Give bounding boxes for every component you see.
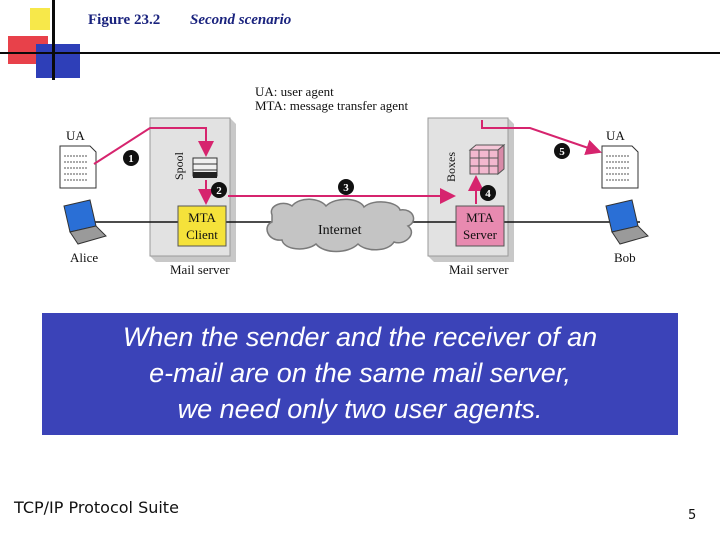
- header-rule: [0, 52, 720, 54]
- mta-client-box: MTA Client: [177, 205, 227, 247]
- mailboxes: Boxes: [444, 143, 506, 182]
- corner-vertical-rule: [52, 0, 55, 80]
- boxes-label: Boxes: [444, 152, 458, 182]
- bob-laptop-icon: Bob: [605, 199, 649, 265]
- arrow-step-1: [93, 127, 214, 165]
- internet-label: Internet: [318, 223, 362, 238]
- bob-label: Bob: [614, 250, 636, 265]
- svg-text:2: 2: [216, 185, 222, 197]
- corner-blue-square: [36, 44, 80, 78]
- summary-banner: When the sender and the receiver of an e…: [42, 313, 678, 435]
- alice-label: Alice: [70, 250, 98, 265]
- spool-queue: Spool: [172, 151, 218, 180]
- step-4-badge: 4: [480, 185, 496, 201]
- legend-mta: MTA: message transfer agent: [255, 98, 408, 113]
- right-ua-label: UA: [606, 128, 625, 143]
- step-1-badge: 1: [123, 150, 139, 166]
- svg-text:1: 1: [128, 153, 134, 165]
- step-3-badge: 3: [338, 179, 354, 195]
- step-5-badge: 5: [554, 143, 570, 159]
- svg-text:5: 5: [559, 146, 565, 158]
- left-ua-document: UA: [59, 128, 97, 189]
- corner-yellow-square: [30, 8, 50, 30]
- left-ua-label: UA: [66, 128, 85, 143]
- legend-ua: UA: user agent: [255, 84, 334, 99]
- mta-server-line1: MTA: [466, 210, 494, 225]
- spool-label: Spool: [172, 151, 186, 180]
- footer-suite: TCP/IP Protocol Suite: [14, 498, 179, 517]
- page-number: 5: [688, 508, 697, 523]
- banner-line-1: When the sender and the receiver of an: [122, 322, 598, 352]
- banner-line-2: e-mail are on the same mail server,: [149, 358, 571, 388]
- svg-text:3: 3: [343, 182, 349, 194]
- mta-server-line2: Server: [463, 227, 498, 242]
- figure-title: Second scenario: [190, 12, 292, 28]
- svg-text:4: 4: [485, 188, 491, 200]
- mta-server-box: MTA Server: [455, 205, 505, 247]
- step-2-badge: 2: [211, 182, 227, 198]
- alice-laptop-icon: Alice: [63, 199, 107, 265]
- banner-line-3: we need only two user agents.: [177, 394, 543, 424]
- arrow-step-5: [481, 120, 602, 156]
- mail-server-right-label: Mail server: [449, 262, 509, 277]
- internet-cloud: Internet: [266, 198, 415, 253]
- figure-label: Figure 23.2: [88, 12, 161, 28]
- right-ua-document: UA: [601, 128, 639, 189]
- email-scenario-diagram: UA: user agent MTA: message transfer age…: [59, 84, 649, 277]
- mail-server-left-label: Mail server: [170, 262, 230, 277]
- mta-client-line2: Client: [186, 227, 218, 242]
- mta-client-line1: MTA: [188, 210, 216, 225]
